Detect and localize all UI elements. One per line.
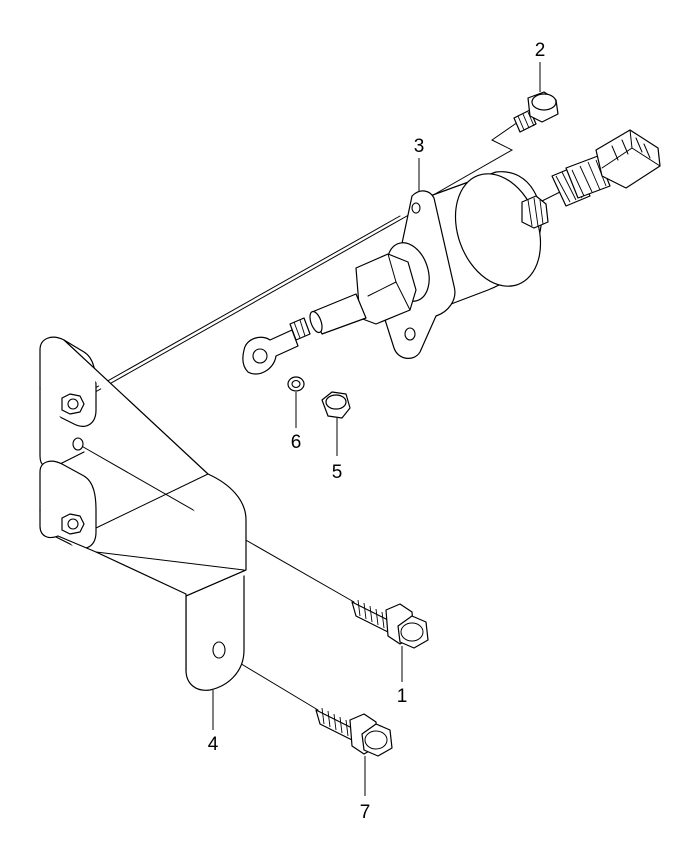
bracket-nut-upper [61,393,85,415]
solenoid [242,171,549,375]
callout-2-label: 2 [535,40,546,61]
callout-7: 7 [360,756,371,823]
washer-6 [287,376,305,392]
callout-3: 3 [414,136,425,192]
callout-4-label: 4 [208,734,219,755]
callout-7-label: 7 [360,802,371,823]
callout-1: 1 [397,646,408,707]
bolt-7 [315,707,393,757]
callout-6-label: 6 [291,432,302,453]
callout-6: 6 [291,392,302,453]
callout-4: 4 [208,690,219,755]
nut-5 [321,391,351,419]
bolt-1 [351,599,429,649]
callout-1-label: 1 [397,686,408,707]
callout-2: 2 [535,40,546,92]
mounting-bracket [39,336,247,691]
callout-3-label: 3 [414,136,425,157]
callout-5: 5 [332,418,343,483]
bracket-nut-lower [61,513,85,535]
callout-5-label: 5 [332,462,343,483]
connector [551,129,661,207]
bolt-2 [513,91,559,133]
